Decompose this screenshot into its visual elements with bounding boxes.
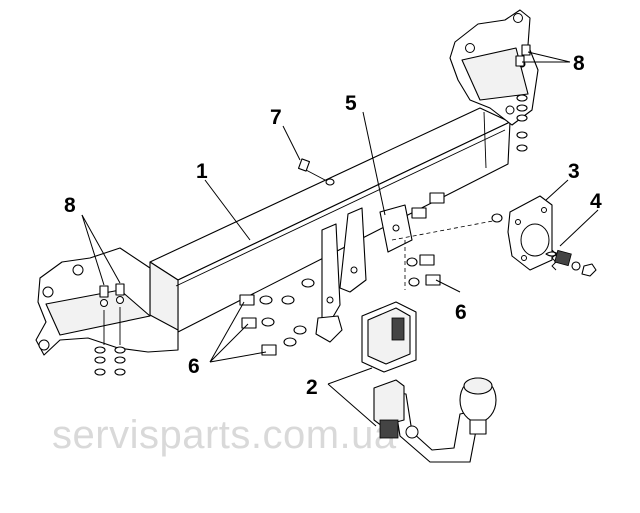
callout-8-right: 8 <box>573 52 585 75</box>
callout-5: 5 <box>345 92 357 115</box>
center-bolt <box>297 158 335 186</box>
leader-lines <box>81 51 599 427</box>
tow-ball-assembly <box>361 301 497 463</box>
left-bolt-set <box>94 283 126 376</box>
right-side-bracket <box>449 9 539 126</box>
cross-beam <box>149 107 511 333</box>
callout-2: 2 <box>306 376 318 399</box>
callout-1: 1 <box>196 160 208 183</box>
callout-4: 4 <box>590 190 602 213</box>
left-side-bracket <box>35 247 179 356</box>
bolt-group-left <box>239 278 315 356</box>
right-bolt-set <box>515 44 531 152</box>
electrical-socket-set <box>545 249 597 277</box>
watermark-text: servisparts.com.ua <box>52 413 397 457</box>
callout-3: 3 <box>568 160 580 183</box>
callout-6-left: 6 <box>188 355 200 378</box>
bolt-group-right <box>391 192 499 290</box>
callout-8-left: 8 <box>64 194 76 217</box>
callout-6-right: 6 <box>455 301 467 324</box>
callout-labels: 1 2 3 4 5 6 6 7 8 8 <box>64 52 602 399</box>
mounting-plates <box>315 204 413 343</box>
callout-7: 7 <box>270 106 282 129</box>
socket-bracket <box>491 195 553 271</box>
